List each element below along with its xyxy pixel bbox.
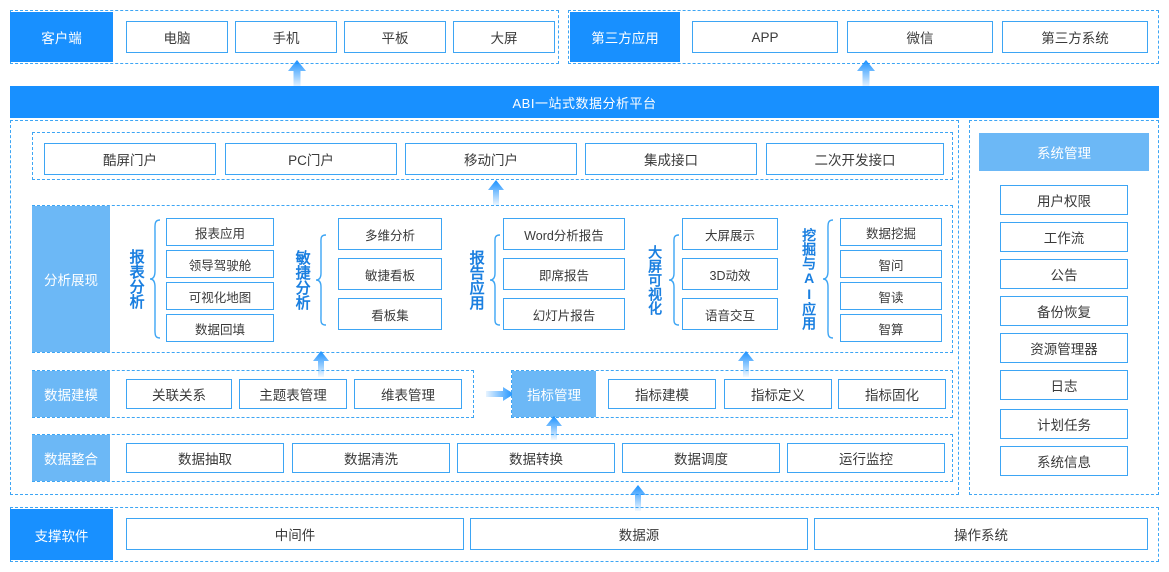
client-item-2[interactable]: 平板	[344, 21, 446, 53]
arrow-up-client	[286, 60, 308, 88]
client-item-3[interactable]: 大屏	[453, 21, 555, 53]
metric-item-2[interactable]: 指标固化	[838, 379, 946, 409]
platform-body-zone	[10, 120, 959, 495]
support-item-2[interactable]: 操作系统	[814, 518, 1148, 550]
support-item-0[interactable]: 中间件	[126, 518, 464, 550]
platform-title: ABI一站式数据分析平台	[512, 95, 657, 111]
third-party-item-1[interactable]: 微信	[847, 21, 993, 53]
system-panel-item-4[interactable]: 资源管理器	[1000, 333, 1128, 363]
modeling-item-1[interactable]: 主题表管理	[239, 379, 347, 409]
analysis-item-1-0[interactable]: 多维分析	[338, 218, 442, 250]
system-panel-item-1[interactable]: 工作流	[1000, 222, 1128, 252]
analysis-group-brace-2	[489, 234, 501, 326]
analysis-item-2-2[interactable]: 幻灯片报告	[503, 298, 625, 330]
analysis-row-label: 分析展现	[32, 206, 110, 352]
analysis-item-4-0[interactable]: 数据挖掘	[840, 218, 942, 246]
system-panel-zone	[969, 120, 1159, 495]
system-panel-item-0[interactable]: 用户权限	[1000, 185, 1128, 215]
system-panel-item-2[interactable]: 公告	[1000, 259, 1128, 289]
analysis-item-0-3[interactable]: 数据回填	[166, 314, 274, 342]
integration-item-4[interactable]: 运行监控	[787, 443, 945, 473]
metric-label: 指标管理	[512, 371, 596, 417]
arrow-up-portal	[486, 180, 506, 206]
arrow-up-metric	[544, 416, 564, 440]
arrow-up-analysis-right	[736, 351, 756, 377]
analysis-item-1-1[interactable]: 敏捷看板	[338, 258, 442, 290]
analysis-item-0-1[interactable]: 领导驾驶舱	[166, 250, 274, 278]
portal-item-4[interactable]: 二次开发接口	[766, 143, 944, 175]
system-panel-item-6[interactable]: 计划任务	[1000, 409, 1128, 439]
analysis-item-4-2[interactable]: 智读	[840, 282, 942, 310]
portal-item-0[interactable]: 酷屏门户	[44, 143, 216, 175]
system-panel-label: 系统管理	[979, 133, 1149, 171]
system-panel-item-7[interactable]: 系统信息	[1000, 446, 1128, 476]
metric-item-0[interactable]: 指标建模	[608, 379, 716, 409]
integration-item-3[interactable]: 数据调度	[622, 443, 780, 473]
modeling-item-2[interactable]: 维表管理	[354, 379, 462, 409]
client-item-1[interactable]: 手机	[235, 21, 337, 53]
arrow-up-third-party	[855, 60, 877, 88]
analysis-group-caption-4: 挖掘与AI应用	[801, 228, 818, 330]
analysis-item-3-0[interactable]: 大屏展示	[682, 218, 778, 250]
modeling-row-label: 数据建模	[32, 371, 110, 417]
analysis-group-caption-1: 敏捷分析	[293, 250, 311, 310]
analysis-group-caption-0: 报表分析	[127, 249, 145, 309]
metric-item-1[interactable]: 指标定义	[724, 379, 832, 409]
portal-item-2[interactable]: 移动门户	[405, 143, 577, 175]
portal-item-1[interactable]: PC门户	[225, 143, 397, 175]
analysis-group-brace-0	[149, 219, 161, 339]
arrow-up-support	[628, 485, 648, 511]
analysis-group-caption-2: 报告应用	[467, 250, 485, 310]
integration-item-2[interactable]: 数据转换	[457, 443, 615, 473]
analysis-group-brace-3	[668, 234, 680, 326]
analysis-group-caption-3: 大屏可视化	[647, 245, 664, 315]
analysis-item-0-0[interactable]: 报表应用	[166, 218, 274, 246]
platform-title-band: ABI一站式数据分析平台	[10, 86, 1159, 118]
analysis-item-0-2[interactable]: 可视化地图	[166, 282, 274, 310]
integration-item-1[interactable]: 数据清洗	[292, 443, 450, 473]
analysis-item-2-1[interactable]: 即席报告	[503, 258, 625, 290]
metric-zone	[511, 370, 953, 418]
system-panel-item-5[interactable]: 日志	[1000, 370, 1128, 400]
arrow-right-metric	[486, 386, 514, 402]
analysis-group-brace-4	[822, 219, 834, 339]
portal-item-3[interactable]: 集成接口	[585, 143, 757, 175]
portal-zone	[32, 132, 953, 180]
analysis-item-2-0[interactable]: Word分析报告	[503, 218, 625, 250]
analysis-item-3-1[interactable]: 3D动效	[682, 258, 778, 290]
analysis-item-4-3[interactable]: 智算	[840, 314, 942, 342]
analysis-item-4-1[interactable]: 智问	[840, 250, 942, 278]
modeling-item-0[interactable]: 关联关系	[126, 379, 232, 409]
client-item-0[interactable]: 电脑	[126, 21, 228, 53]
arrow-up-analysis-left	[311, 351, 331, 377]
third-party-item-2[interactable]: 第三方系统	[1002, 21, 1148, 53]
analysis-item-1-2[interactable]: 看板集	[338, 298, 442, 330]
support-item-1[interactable]: 数据源	[470, 518, 808, 550]
client-row-label: 客户端	[10, 12, 113, 62]
system-panel-item-3[interactable]: 备份恢复	[1000, 296, 1128, 326]
third-party-row-label: 第三方应用	[570, 12, 680, 62]
analysis-group-brace-1	[315, 234, 327, 326]
third-party-item-0[interactable]: APP	[692, 21, 838, 53]
support-row-label: 支撑软件	[10, 509, 113, 560]
analysis-item-3-2[interactable]: 语音交互	[682, 298, 778, 330]
integration-row-label: 数据整合	[32, 435, 110, 481]
integration-item-0[interactable]: 数据抽取	[126, 443, 284, 473]
